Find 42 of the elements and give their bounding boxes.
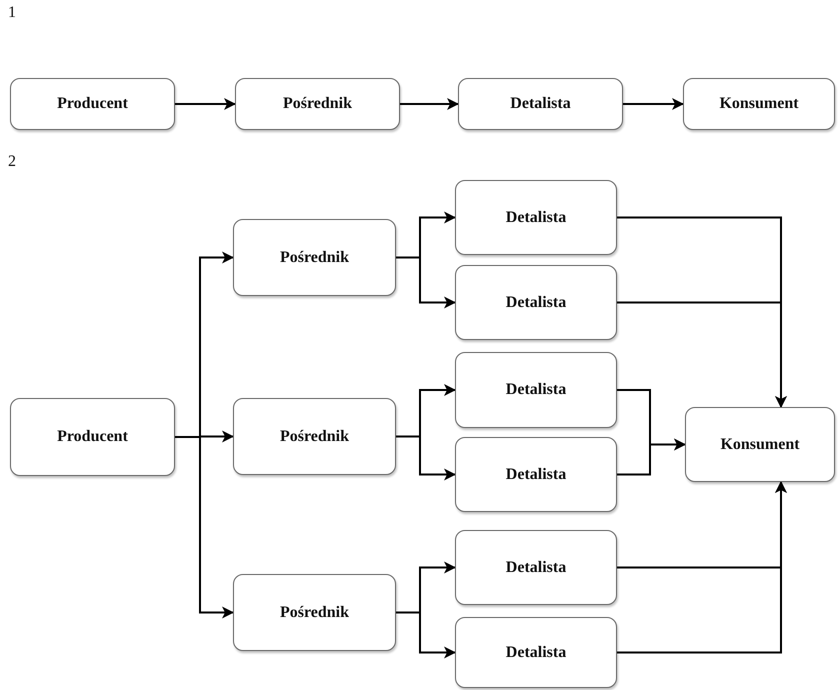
box-label: Producent bbox=[57, 428, 128, 446]
process-box bbox=[455, 265, 617, 340]
section-number: 1 bbox=[8, 4, 16, 22]
box-label: Pośrednik bbox=[280, 248, 350, 266]
process-box bbox=[233, 574, 396, 651]
arrow bbox=[400, 98, 459, 110]
box-label: Detalista bbox=[506, 381, 566, 399]
box-label: Detalista bbox=[506, 208, 566, 226]
process-box bbox=[455, 617, 617, 688]
box-label: Detalista bbox=[506, 294, 566, 312]
arrow bbox=[623, 98, 684, 110]
process-box bbox=[458, 78, 623, 130]
process-box bbox=[235, 78, 400, 130]
box-label: Detalista bbox=[506, 466, 566, 484]
box-label: Detalista bbox=[510, 95, 571, 113]
box-label: Pośrednik bbox=[282, 95, 352, 113]
box-label: Producent bbox=[57, 95, 128, 113]
box-label: Detalista bbox=[506, 644, 566, 662]
process-box bbox=[685, 407, 835, 482]
box-label: Konsument bbox=[719, 95, 799, 113]
arrow bbox=[396, 436, 456, 480]
arrow bbox=[396, 256, 456, 308]
arrow bbox=[617, 481, 787, 654]
process-box bbox=[455, 180, 617, 255]
process-box bbox=[455, 530, 617, 605]
box-label: Detalista bbox=[506, 558, 566, 576]
process-box bbox=[10, 398, 175, 476]
process-box bbox=[233, 398, 396, 475]
process-box bbox=[455, 352, 617, 428]
process-box bbox=[455, 437, 617, 512]
arrow bbox=[396, 612, 456, 658]
section-number: 2 bbox=[8, 153, 16, 171]
box-label: Pośrednik bbox=[280, 604, 350, 622]
arrow bbox=[617, 438, 686, 476]
process-box bbox=[10, 78, 175, 130]
box-label: Pośrednik bbox=[280, 428, 350, 446]
process-box bbox=[233, 219, 396, 296]
arrow bbox=[175, 98, 236, 110]
box-label: Konsument bbox=[720, 436, 800, 454]
arrow bbox=[617, 302, 787, 408]
arrow bbox=[175, 436, 234, 618]
process-box bbox=[683, 78, 835, 130]
